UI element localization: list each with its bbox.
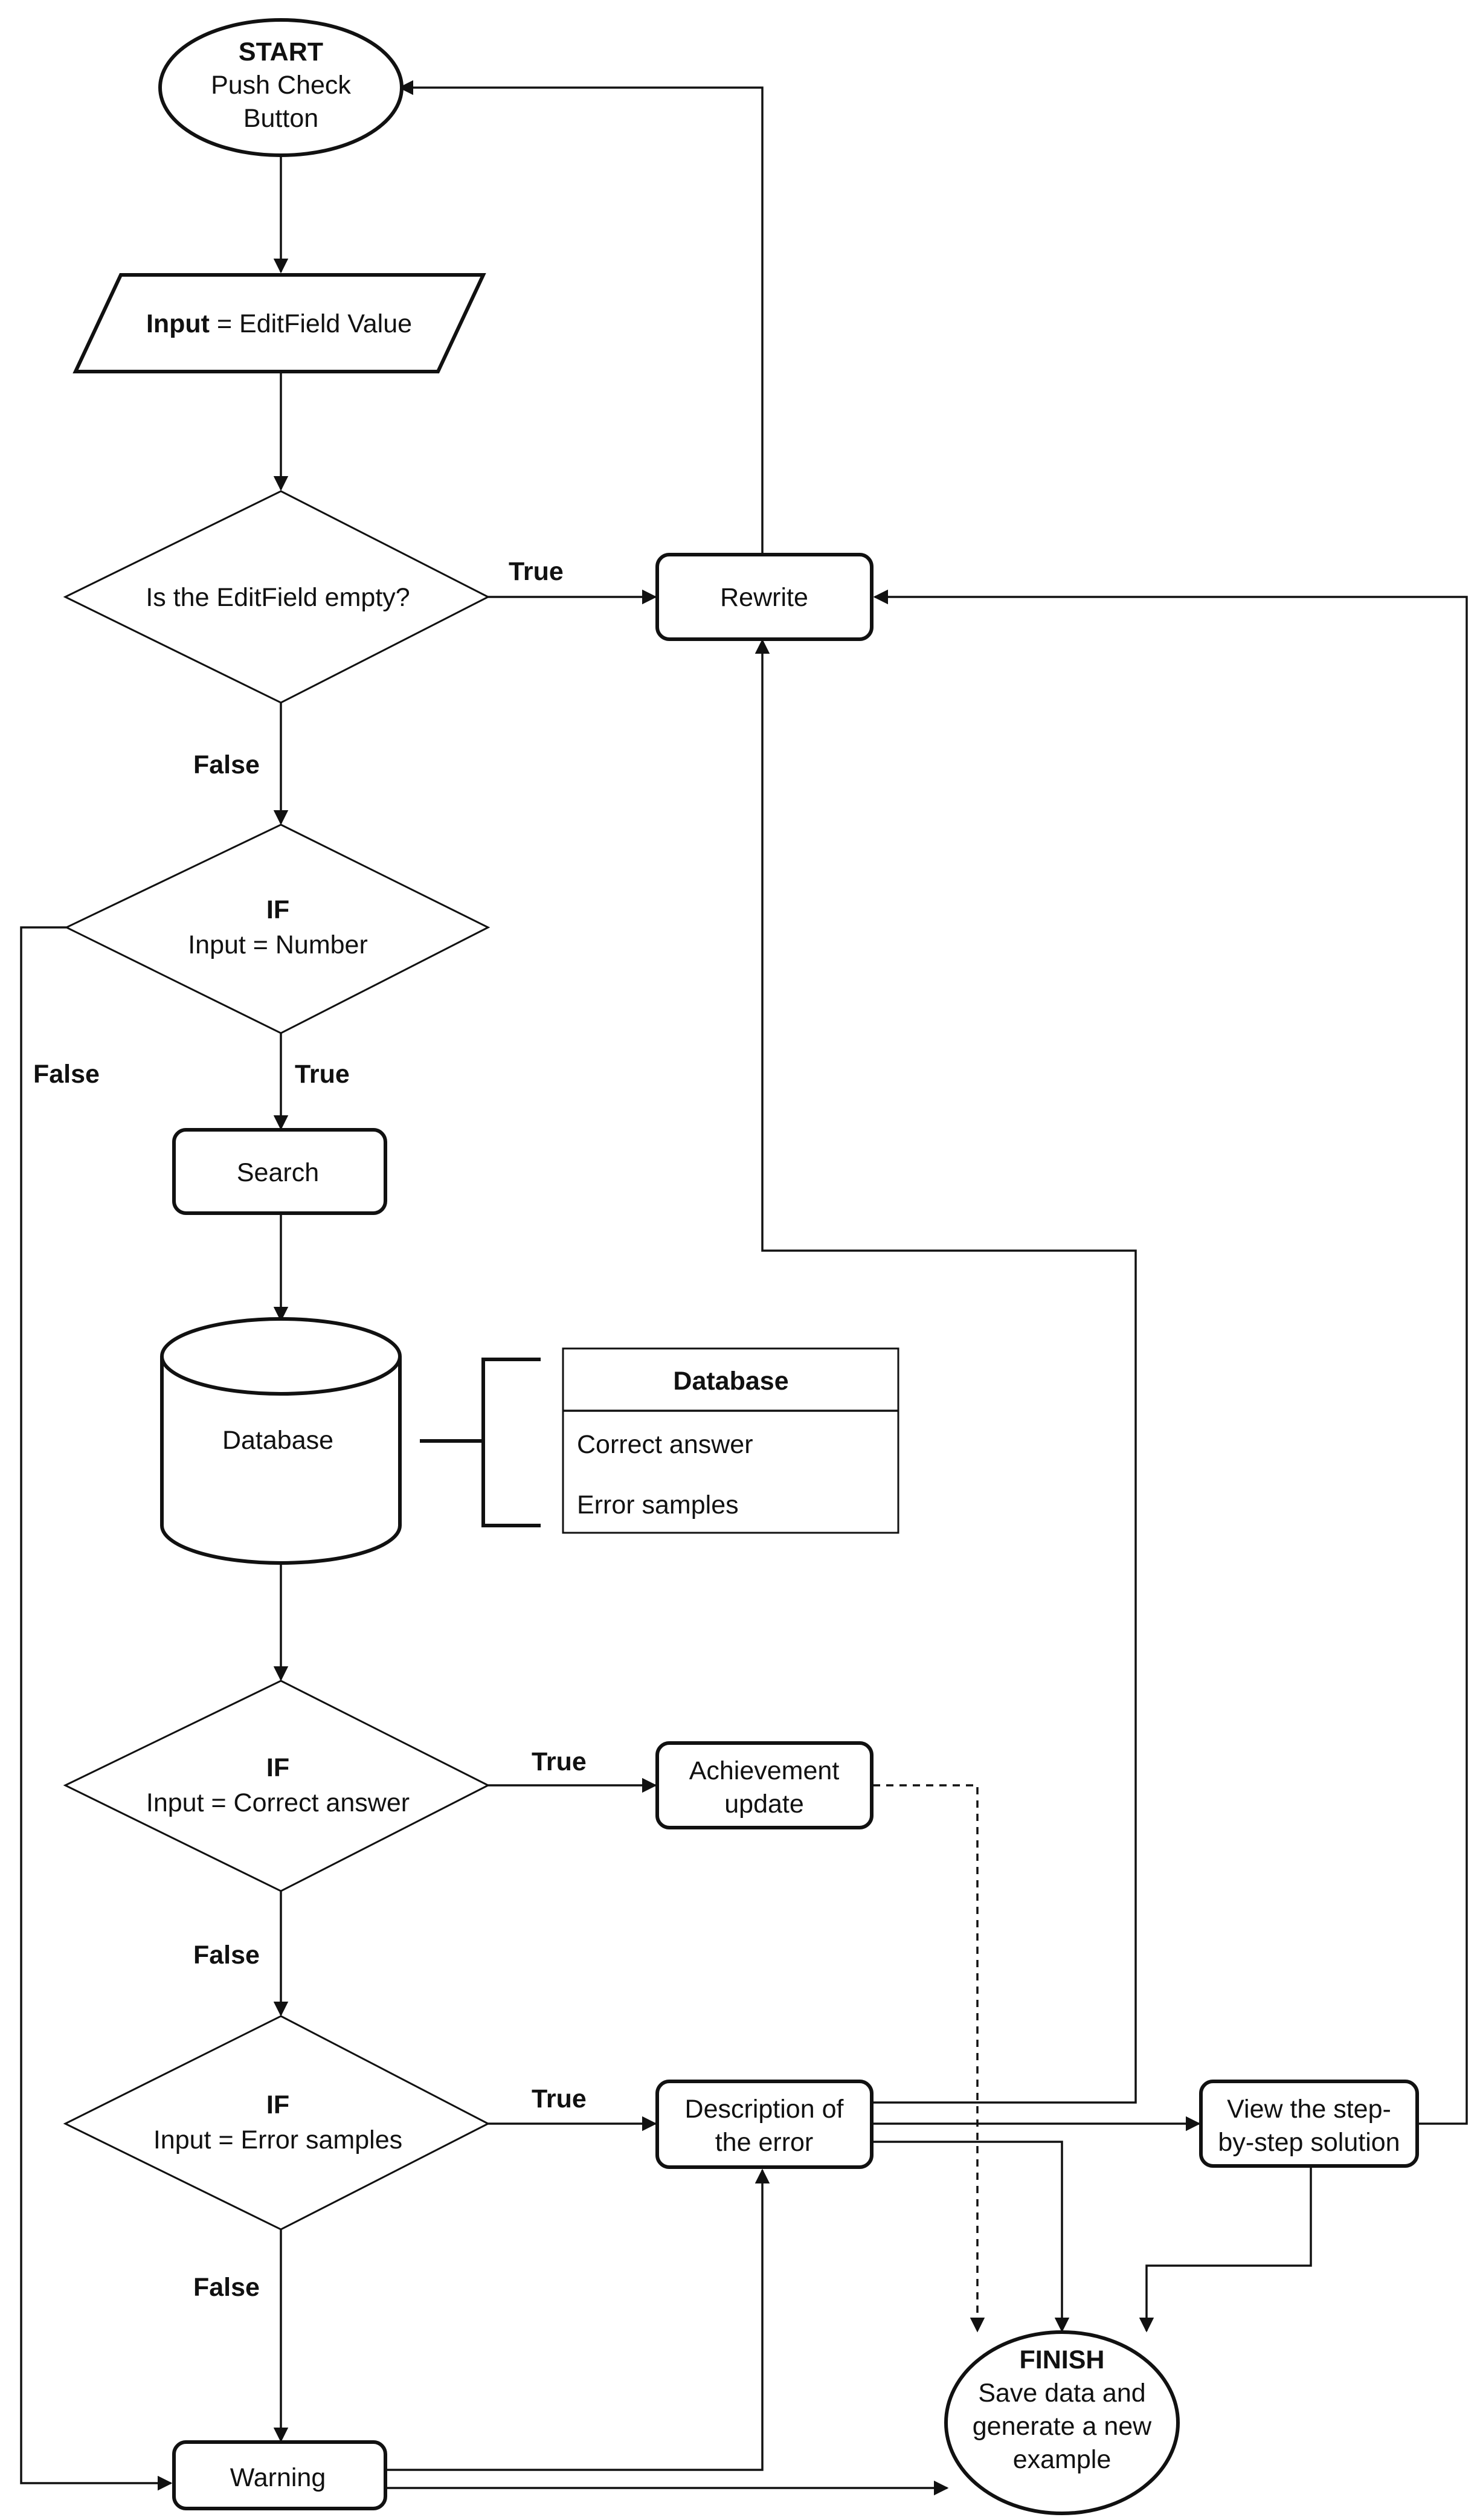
table-bracket xyxy=(481,1358,541,1527)
edges xyxy=(20,80,1468,2496)
if-correct-decision: IF Input = Correct answer xyxy=(63,1680,491,1892)
label-error-true: True xyxy=(532,2084,587,2113)
label-empty-false: False xyxy=(193,750,260,779)
if-correct-label: Input = Correct answer xyxy=(146,1788,410,1817)
description-node: Description of the error xyxy=(655,2080,874,2169)
finish-title: FINISH xyxy=(1020,2345,1105,2374)
achievement-line1: Achievement xyxy=(689,1756,840,1785)
view-solution-line2: by-step solution xyxy=(1218,2128,1400,2157)
start-title: START xyxy=(239,37,323,66)
start-line2: Button xyxy=(243,104,318,133)
if-error-decision: IF Input = Error samples xyxy=(63,2015,491,2231)
database-node: Database xyxy=(160,1317,402,1565)
edge-rewrite-start xyxy=(398,80,764,555)
edge-labels: True False True False True False True Fa… xyxy=(33,557,587,2302)
label-number-true: True xyxy=(295,1060,350,1089)
label-empty-true: True xyxy=(509,557,564,586)
search-node: Search xyxy=(172,1128,387,1215)
achievement-line2: update xyxy=(724,1790,804,1819)
description-line1: Description of xyxy=(685,2095,845,2124)
warning-node: Warning xyxy=(172,2440,387,2510)
achievement-node: Achievement update xyxy=(655,1741,874,1829)
finish-line2: generate a new xyxy=(973,2412,1152,2441)
rewrite-label: Rewrite xyxy=(720,583,808,612)
warning-label: Warning xyxy=(230,2463,326,2492)
if-number-title: IF xyxy=(266,895,289,924)
edge-number-warning xyxy=(20,926,173,2491)
if-correct-title: IF xyxy=(266,1753,289,1782)
edge-view-rewrite xyxy=(873,589,1468,2125)
search-label: Search xyxy=(237,1158,319,1187)
label-correct-false: False xyxy=(193,1941,260,1970)
finish-line1: Save data and xyxy=(978,2379,1145,2408)
if-number-label: Input = Number xyxy=(188,930,368,959)
database-table-header: Database xyxy=(673,1367,788,1396)
view-solution-node: View the step- by-step solution xyxy=(1199,2080,1419,2168)
start-node: START Push Check Button xyxy=(158,18,404,157)
input-node: Input = EditField Value xyxy=(72,273,486,373)
edge-view-finish xyxy=(1139,2166,1312,2333)
finish-node: FINISH Save data and generate a new exam… xyxy=(944,2330,1180,2515)
empty-check-decision: Is the EditField empty? xyxy=(63,490,491,704)
input-label: Input = EditField Value xyxy=(146,309,412,338)
finish-line3: example xyxy=(1013,2445,1112,2474)
label-error-false: False xyxy=(193,2273,260,2302)
edge-description-rewrite xyxy=(754,639,1137,2104)
edge-warning-description xyxy=(387,2168,770,2471)
if-number-decision: IF Input = Number xyxy=(64,823,491,1034)
rewrite-node: Rewrite xyxy=(655,553,874,641)
label-number-false: False xyxy=(33,1060,100,1089)
description-line2: the error xyxy=(715,2128,814,2157)
database-table-row: Error samples xyxy=(577,1490,739,1519)
edge-description-finish xyxy=(873,2141,1070,2333)
view-solution-line1: View the step- xyxy=(1227,2095,1391,2124)
database-table: Database Correct answer Error samples xyxy=(562,1347,899,1534)
label-correct-true: True xyxy=(532,1747,587,1776)
if-error-title: IF xyxy=(266,2090,289,2119)
edge-achievement-finish xyxy=(873,1784,985,2333)
database-table-row: Correct answer xyxy=(577,1430,753,1459)
empty-check-label: Is the EditField empty? xyxy=(146,583,410,612)
start-line1: Push Check xyxy=(211,71,351,100)
database-label: Database xyxy=(222,1426,333,1455)
if-error-label: Input = Error samples xyxy=(153,2125,402,2154)
